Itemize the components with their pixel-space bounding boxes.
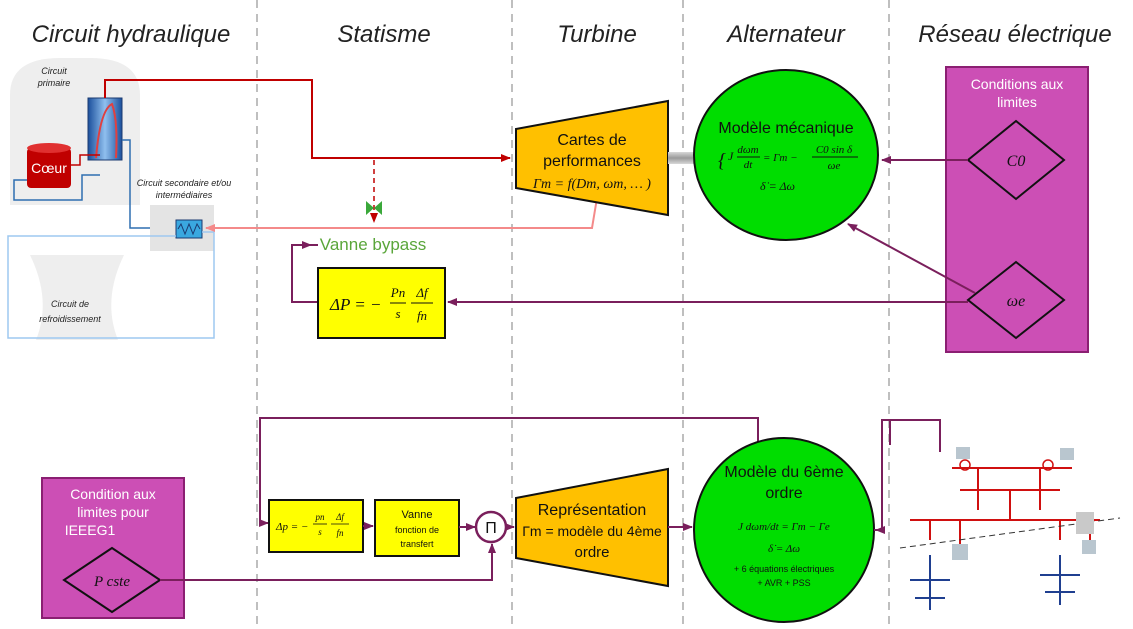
turbine-top bbox=[515, 99, 669, 217]
model6-eq1: J dωm/dt = Γm − Γe bbox=[738, 521, 830, 533]
grid-title-2: limites bbox=[997, 94, 1037, 110]
turbine-bottom-line3: ordre bbox=[574, 544, 609, 561]
droop-top-pn: Pn bbox=[390, 285, 405, 300]
droop-bottom-pn: pn bbox=[315, 512, 326, 522]
reactor-core bbox=[27, 148, 71, 188]
condenser-coil bbox=[177, 222, 201, 236]
droop-top-fn: fn bbox=[417, 308, 427, 323]
primary-label-2: primaire bbox=[37, 78, 71, 88]
reactor-core-top bbox=[27, 143, 71, 153]
droop-bottom-s: s bbox=[318, 527, 322, 537]
primary-hot-leg bbox=[71, 154, 100, 166]
steam-line bbox=[104, 79, 511, 162]
droop-top-lhs: ΔP = − bbox=[329, 295, 382, 314]
turbine-top-line3: Γm = f(Dm, ωm, … ) bbox=[532, 177, 651, 192]
cond-line3: IEEEG1 bbox=[65, 522, 116, 538]
model6-line1: Modèle du 6ème bbox=[724, 464, 843, 481]
condenser bbox=[175, 219, 203, 239]
droop-bottom-lhs: Δp = − bbox=[275, 521, 308, 533]
pi-symbol: Π bbox=[485, 520, 497, 537]
pcste-arrow bbox=[160, 543, 496, 581]
droop-to-bypass-line bbox=[291, 244, 318, 303]
droop-box-bottom bbox=[268, 499, 364, 553]
model6-line2: ordre bbox=[765, 485, 802, 502]
valve-line2: fonction de bbox=[395, 525, 439, 535]
mech-eq1-den: dt bbox=[744, 159, 754, 171]
valve-line3: transfert bbox=[400, 539, 434, 549]
droop-top-s: s bbox=[395, 306, 400, 321]
valve-line1: Vanne bbox=[402, 509, 433, 521]
cooling-loop bbox=[7, 231, 215, 339]
pcste-label: P cste bbox=[93, 574, 130, 590]
model6-line4: + AVR + PSS bbox=[757, 578, 810, 588]
we-to-circle-arrow bbox=[847, 223, 976, 294]
droop-top-df: Δf bbox=[415, 285, 430, 300]
header-turbine: Turbine bbox=[557, 21, 637, 48]
turbine-top-line2: performances bbox=[543, 153, 641, 170]
header-alternator: Alternateur bbox=[725, 21, 845, 48]
turbine-top-line1: Cartes de bbox=[557, 132, 626, 149]
mech-eq2: δ̇ = Δω bbox=[760, 179, 795, 193]
cond-line1: Condition aux bbox=[70, 486, 156, 502]
mech-eq1-lhs: J bbox=[728, 149, 734, 163]
turbine-bottom-line2: Γm = modèle du 4ème bbox=[522, 523, 662, 539]
grid-link-line bbox=[874, 419, 941, 531]
c0-label: C0 bbox=[1007, 153, 1026, 170]
we-label: ωe bbox=[1007, 293, 1025, 310]
power-network-illustration bbox=[899, 447, 1121, 610]
mech-model-circle bbox=[693, 69, 879, 241]
mech-eq1-num2: C0 sin δ bbox=[816, 144, 853, 156]
header-droop: Statisme bbox=[337, 21, 430, 48]
we-diamond bbox=[966, 260, 1066, 340]
header-grid: Réseau électrique bbox=[918, 21, 1111, 48]
core-label: Cœur bbox=[31, 160, 67, 176]
steam-generator-tube bbox=[95, 102, 118, 159]
turbine-bottom bbox=[515, 467, 669, 588]
speed-feedback-loop bbox=[259, 417, 759, 527]
pink-return-line bbox=[205, 197, 598, 232]
model6-line3: + 6 équations électriques bbox=[734, 564, 835, 574]
mech-eq1-mid: = Γm − bbox=[763, 152, 798, 164]
hydraulic-circuit: Circuit primaire Cœur Circuit secondaire… bbox=[7, 58, 511, 340]
bypass-label: Vanne bypass bbox=[320, 235, 426, 254]
mech-eq1-num: dωm bbox=[737, 144, 758, 156]
cooling-label-2: refroidissement bbox=[39, 314, 101, 324]
mech-eq1-den2: ωe bbox=[828, 160, 841, 172]
mech-title: Modèle mécanique bbox=[718, 120, 853, 137]
c0-diamond bbox=[966, 119, 1066, 201]
header-hydraulic: Circuit hydraulique bbox=[32, 21, 231, 48]
turbine-bottom-line1: Représentation bbox=[538, 502, 647, 519]
cond-line2: limites pour bbox=[77, 504, 149, 520]
svg-text:{: { bbox=[718, 150, 726, 172]
grid-title-1: Conditions aux bbox=[971, 76, 1064, 92]
secondary-label-2: intermédiaires bbox=[156, 190, 213, 200]
bypass-valve-icon bbox=[366, 201, 382, 215]
bypass-arrowhead bbox=[302, 241, 312, 249]
cooling-label-1: Circuit de bbox=[51, 299, 89, 309]
droop-bottom-fn: fn bbox=[336, 528, 344, 538]
model6-eq2: δ̇ = Δω bbox=[768, 543, 800, 555]
cooling-tower bbox=[30, 255, 124, 340]
pcste-diamond bbox=[62, 546, 162, 614]
secondary-label-1: Circuit secondaire et/ou bbox=[137, 178, 232, 188]
shaft-top bbox=[668, 152, 698, 164]
primary-cold-leg bbox=[13, 174, 100, 201]
droop-bottom-df: Δf bbox=[335, 512, 345, 522]
primary-label-1: Circuit bbox=[41, 66, 67, 76]
valve-tf-box bbox=[374, 499, 460, 557]
